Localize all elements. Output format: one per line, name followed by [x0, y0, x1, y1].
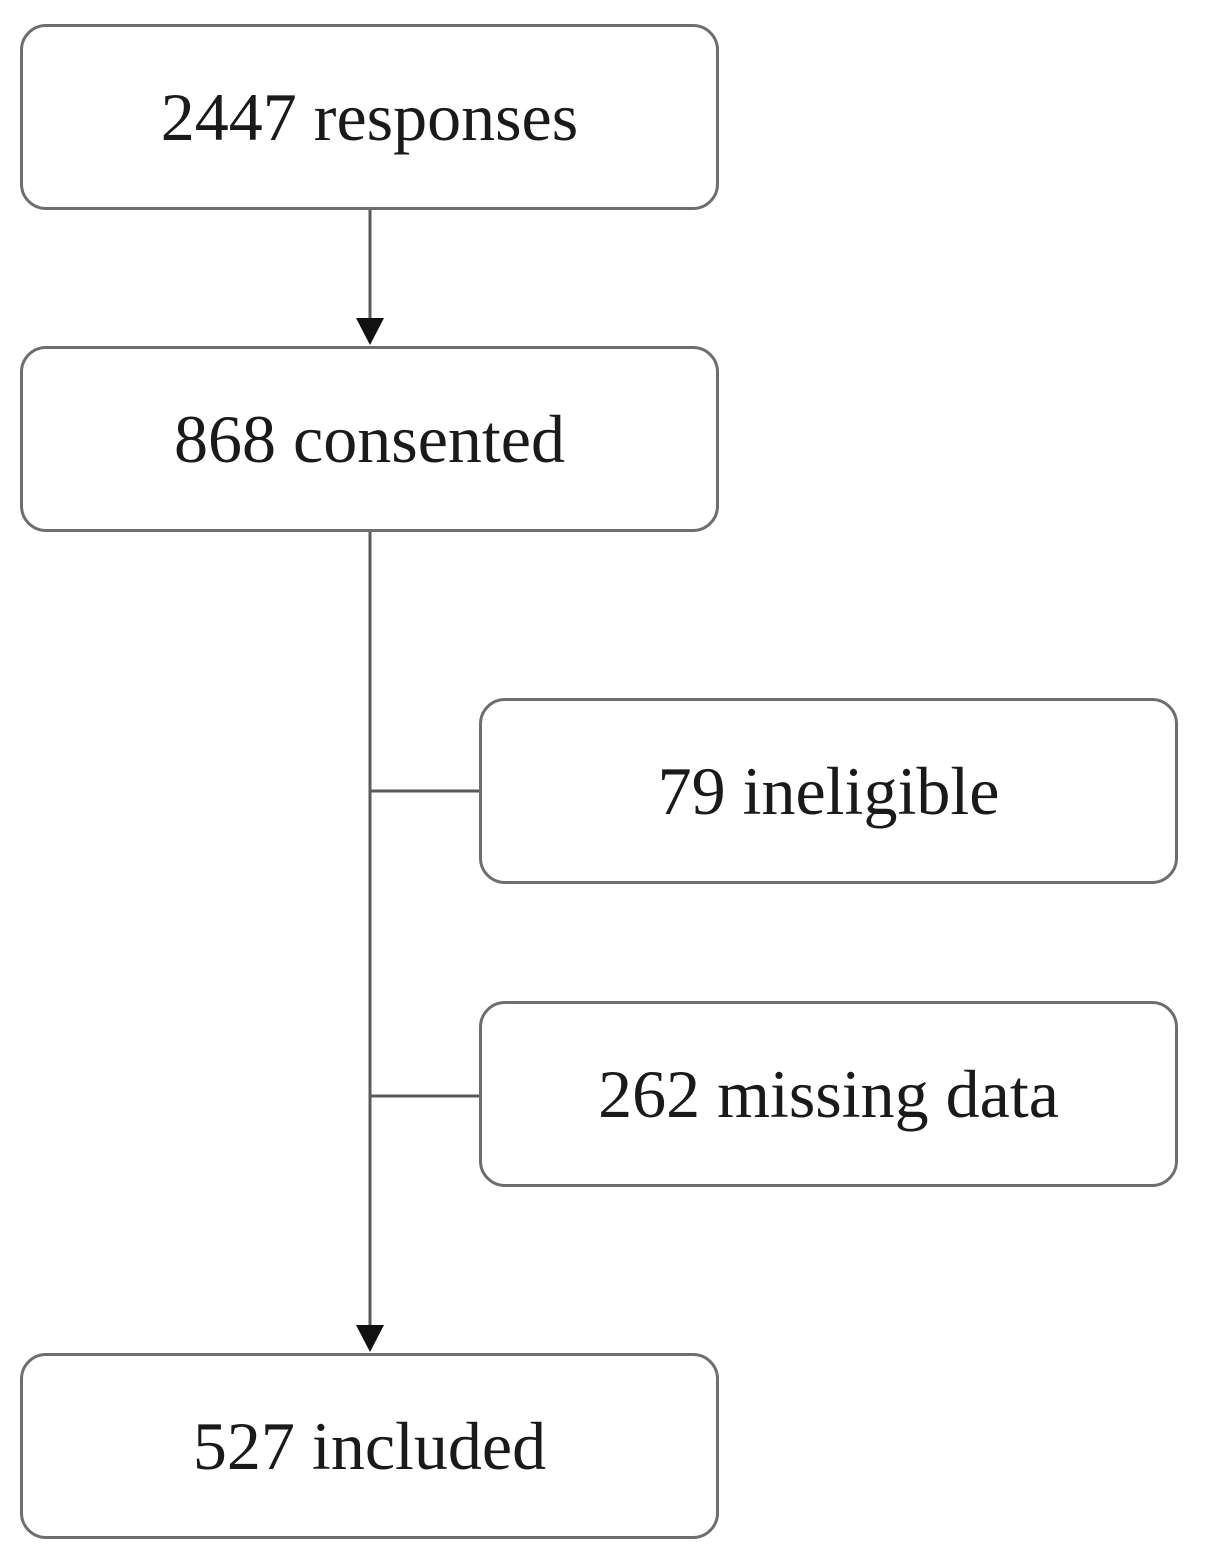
node-ineligible: 79 ineligible [479, 698, 1178, 884]
node-responses: 2447 responses [20, 24, 719, 210]
node-responses-label: 2447 responses [160, 79, 579, 155]
arrowhead-to-included [356, 1325, 384, 1352]
node-consented: 868 consented [20, 346, 719, 532]
node-included-label: 527 included [192, 1408, 547, 1484]
node-missing-data-label: 262 missing data [598, 1056, 1059, 1132]
arrowhead-to-consented [356, 318, 384, 345]
node-consented-label: 868 consented [174, 401, 565, 477]
node-included: 527 included [20, 1353, 719, 1539]
node-missing-data: 262 missing data [479, 1001, 1178, 1187]
node-ineligible-label: 79 ineligible [657, 753, 1000, 829]
